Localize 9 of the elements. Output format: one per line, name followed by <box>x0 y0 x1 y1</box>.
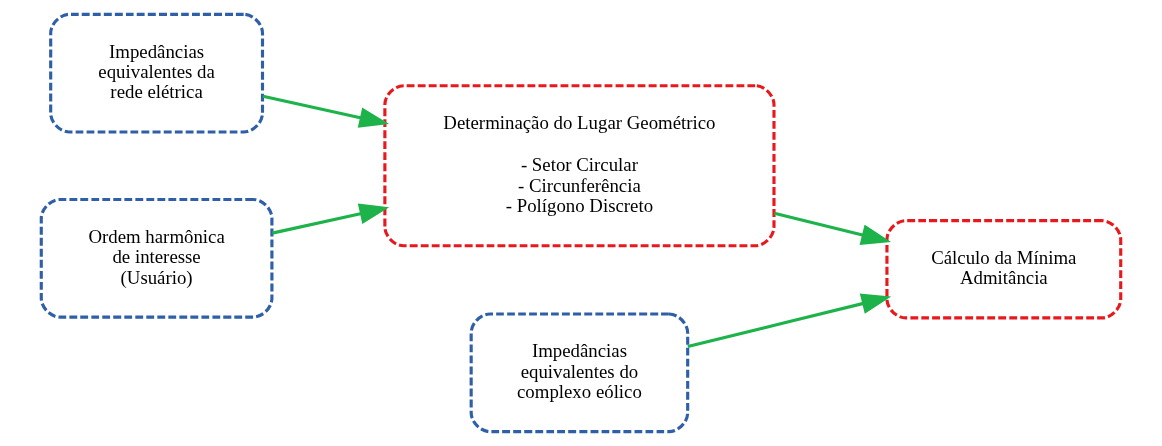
node-box: Cálculo da Mínima Admitância <box>885 219 1123 320</box>
arrow <box>687 293 892 349</box>
arrow <box>271 203 390 235</box>
node-box: Impedâncias equivalentes do complexo eólico <box>469 312 690 434</box>
arrow <box>262 94 390 128</box>
node-box: Ordem harmônica de interesse (Usuário) <box>39 197 274 319</box>
node-box: Determinação do Lugar Geométrico - Setor Circular - Circunferência - Polígono Discreto <box>383 84 776 248</box>
node-box: Impedâncias equivalentes da rede elétrica <box>49 12 265 134</box>
arrow <box>774 211 892 245</box>
